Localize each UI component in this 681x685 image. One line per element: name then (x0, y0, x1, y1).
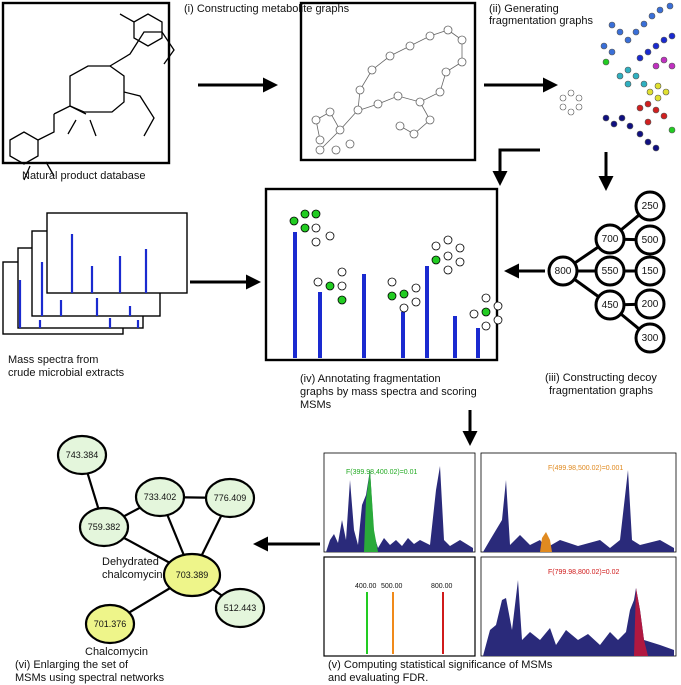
decoy-node (634, 224, 666, 256)
fdr-panels (323, 452, 677, 657)
network-node-label: 743.384 (65, 450, 99, 460)
spectral-network (56, 434, 266, 645)
network-node-label: 703.389 (175, 570, 209, 580)
decoy-node-label: 300 (641, 333, 659, 344)
step3-label-2: fragmentation graphs (549, 385, 653, 397)
step1-label: (i) Constructing metabolite graphs (184, 3, 350, 15)
annotation-box (264, 187, 499, 362)
peak-label: 400.00 (355, 583, 377, 590)
decoy-node (634, 322, 666, 354)
network-node (204, 477, 256, 519)
network-node-label: 733.402 (143, 492, 177, 502)
natural-db-label: Natural product database (22, 170, 146, 182)
decoy-node-label: 550 (601, 266, 619, 277)
decoy-node-label: 250 (641, 201, 659, 212)
step6-label-2: MSMs using spectral networks (15, 672, 165, 684)
flow-arrows (190, 77, 614, 552)
annotated-spectrum (293, 232, 480, 358)
decoy-node-root (547, 255, 579, 287)
step3-label-1: (iii) Constructing decoy (545, 372, 657, 384)
fragmentation-graphs (559, 2, 676, 152)
step5-label-2: and evaluating FDR. (328, 672, 429, 684)
decoy-node (594, 223, 626, 255)
step5-label-1: (v) Computing statistical significance o… (328, 659, 553, 671)
natural-product-molecule (9, 13, 175, 181)
network-node (78, 506, 130, 548)
fdr-label-2: F(499.98,500.02)=0.001 (548, 465, 624, 472)
dehydrated-label-2: chalcomycin (102, 569, 163, 581)
network-node (214, 587, 266, 629)
metabolite-graph-box (299, 1, 477, 162)
step4-label-2: graphs by mass spectra and scoring (300, 386, 477, 398)
network-node-label: 776.409 (213, 493, 247, 503)
step2-label-1: (ii) Generating (489, 3, 559, 15)
decoy-node (594, 255, 626, 287)
decoy-node-label: 500 (641, 235, 659, 246)
mass-spectra-label-2: crude microbial extracts (8, 367, 125, 379)
network-node-label: 701.376 (93, 619, 127, 629)
decoy-node-label: 700 (601, 234, 619, 245)
decoy-node (634, 255, 666, 287)
annotation-trees (289, 209, 503, 331)
network-node (134, 476, 186, 518)
decoy-node (594, 289, 626, 321)
decoy-node (634, 288, 666, 320)
stacked-spectra (2, 212, 188, 335)
step2-label-2: fragmentation graphs (489, 15, 593, 27)
decoy-node-label: 800 (554, 266, 572, 277)
step4-label-1: (iv) Annotating fragmentation (300, 373, 441, 385)
step4-label-3: MSMs (300, 399, 332, 411)
peak-label: 800.00 (431, 583, 453, 590)
peak-label: 500.00 (381, 583, 403, 590)
network-node (56, 434, 108, 476)
natural-product-box (1, 1, 171, 165)
dehydrated-label-1: Dehydrated (102, 556, 159, 568)
network-node-highlight (84, 603, 136, 645)
decoy-node-label: 200 (641, 299, 659, 310)
network-node-label: 512.443 (223, 603, 257, 613)
fdr-label-3: F(799.98,800.02)=0.02 (548, 569, 620, 576)
mass-spectra-label-1: Mass spectra from (8, 354, 99, 366)
decoy-node-label: 150 (641, 266, 659, 277)
chalcomycin-label: Chalcomycin (85, 646, 148, 658)
decoy-node-label: 450 (601, 300, 619, 311)
network-node-highlight (162, 552, 222, 598)
step6-label-1: (vi) Enlarging the set of (15, 659, 129, 671)
fdr-label-1: F(399.98,400.02)=0.01 (346, 469, 418, 476)
decoy-node (634, 190, 666, 222)
metabolite-graph (311, 25, 467, 155)
decoy-tree (547, 190, 666, 354)
network-node-label: 759.382 (87, 522, 121, 532)
